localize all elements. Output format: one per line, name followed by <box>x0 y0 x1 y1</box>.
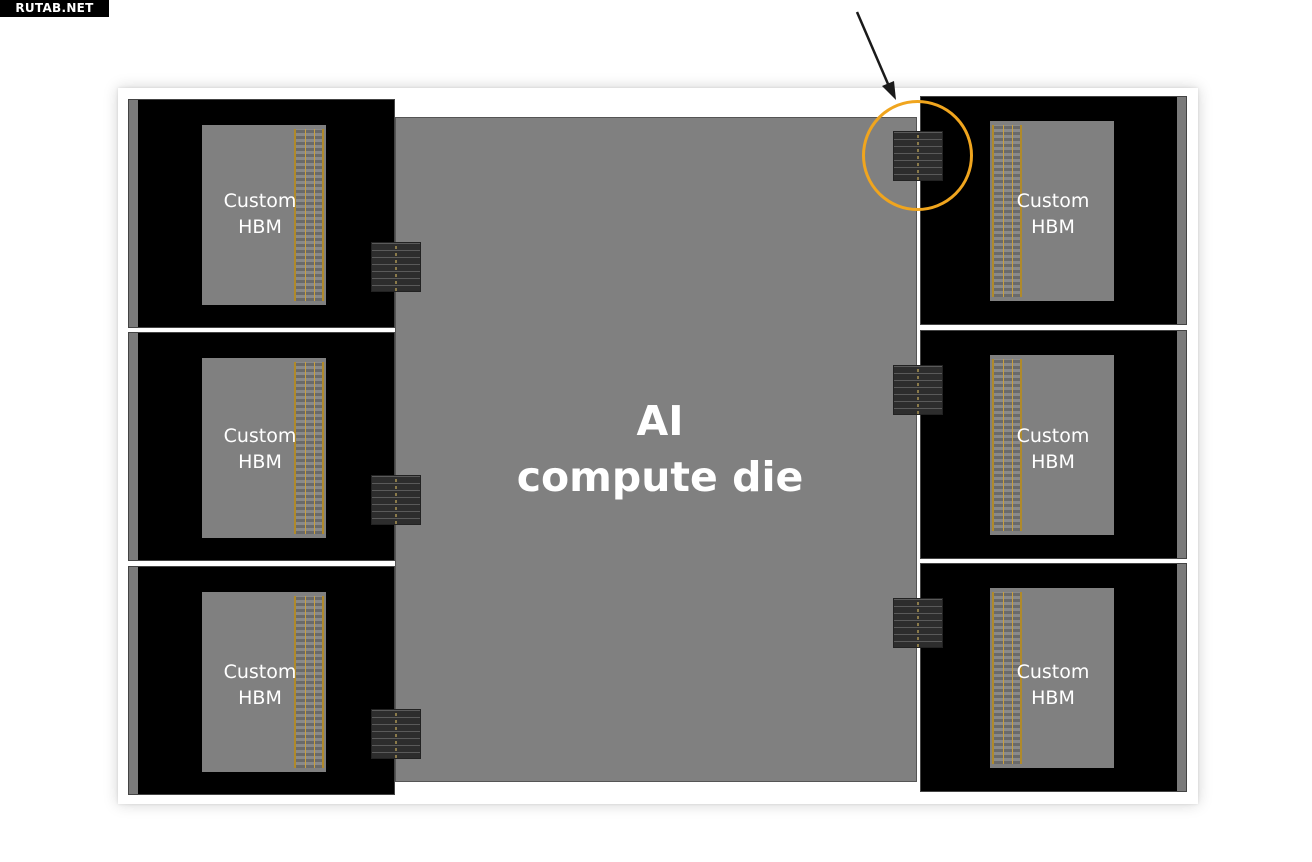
hbm-stack-right-2 <box>920 330 1187 559</box>
hbm-label-left-2: Custom HBM <box>210 423 310 475</box>
die-label-line1: AI <box>636 397 684 445</box>
hbm-label-line2: HBM <box>238 451 282 473</box>
hbm-label-line1: Custom <box>1016 425 1090 447</box>
hbm-chip <box>990 121 1114 301</box>
hbm-label-left-1: Custom HBM <box>210 188 310 240</box>
hbm-chip <box>990 355 1114 535</box>
hbm-label-right-2: Custom HBM <box>1003 423 1103 475</box>
hbm-chip <box>202 125 326 305</box>
die-label-line2: compute die <box>516 453 804 501</box>
hbm-label-line1: Custom <box>223 425 297 447</box>
frame-edge <box>1177 564 1186 791</box>
frame-edge <box>129 333 138 560</box>
hbm-label-line2: HBM <box>1031 216 1075 238</box>
ai-compute-die <box>395 117 917 782</box>
hbm-stack-left-1 <box>128 99 395 328</box>
frame-edge <box>129 100 138 327</box>
hbm-label-left-3: Custom HBM <box>210 659 310 711</box>
phy-interface-left-2 <box>371 475 421 525</box>
frame-edge <box>1177 331 1186 558</box>
hbm-stack-right-3 <box>920 563 1187 792</box>
hbm-label-line1: Custom <box>1016 190 1090 212</box>
watermark: RUTAB.NET <box>0 0 109 17</box>
hbm-io-bar <box>294 362 324 534</box>
phy-interface-right-3 <box>893 598 943 648</box>
die-label: AI compute die <box>395 393 925 505</box>
hbm-io-bar <box>992 592 1022 764</box>
hbm-label-line2: HBM <box>238 216 282 238</box>
hbm-label-right-1: Custom HBM <box>1003 188 1103 240</box>
hbm-label-line1: Custom <box>223 661 297 683</box>
hbm-chip <box>202 592 326 772</box>
hbm-io-bar <box>992 125 1022 297</box>
hbm-label-line2: HBM <box>238 687 282 709</box>
hbm-label-line2: HBM <box>1031 451 1075 473</box>
hbm-io-bar <box>294 596 324 768</box>
phy-interface-left-1 <box>371 242 421 292</box>
highlight-circle <box>862 100 973 211</box>
phy-interface-left-3 <box>371 709 421 759</box>
hbm-label-line1: Custom <box>1016 661 1090 683</box>
hbm-stack-left-2 <box>128 332 395 561</box>
hbm-stack-right-1 <box>920 96 1187 325</box>
hbm-label-line1: Custom <box>223 190 297 212</box>
frame-edge <box>129 567 138 794</box>
hbm-io-bar <box>992 359 1022 531</box>
hbm-chip <box>202 358 326 538</box>
frame-edge <box>1177 97 1186 324</box>
hbm-label-right-3: Custom HBM <box>1003 659 1103 711</box>
hbm-label-line2: HBM <box>1031 687 1075 709</box>
hbm-stack-left-3 <box>128 566 395 795</box>
hbm-io-bar <box>294 129 324 301</box>
phy-interface-right-2 <box>893 365 943 415</box>
hbm-chip <box>990 588 1114 768</box>
